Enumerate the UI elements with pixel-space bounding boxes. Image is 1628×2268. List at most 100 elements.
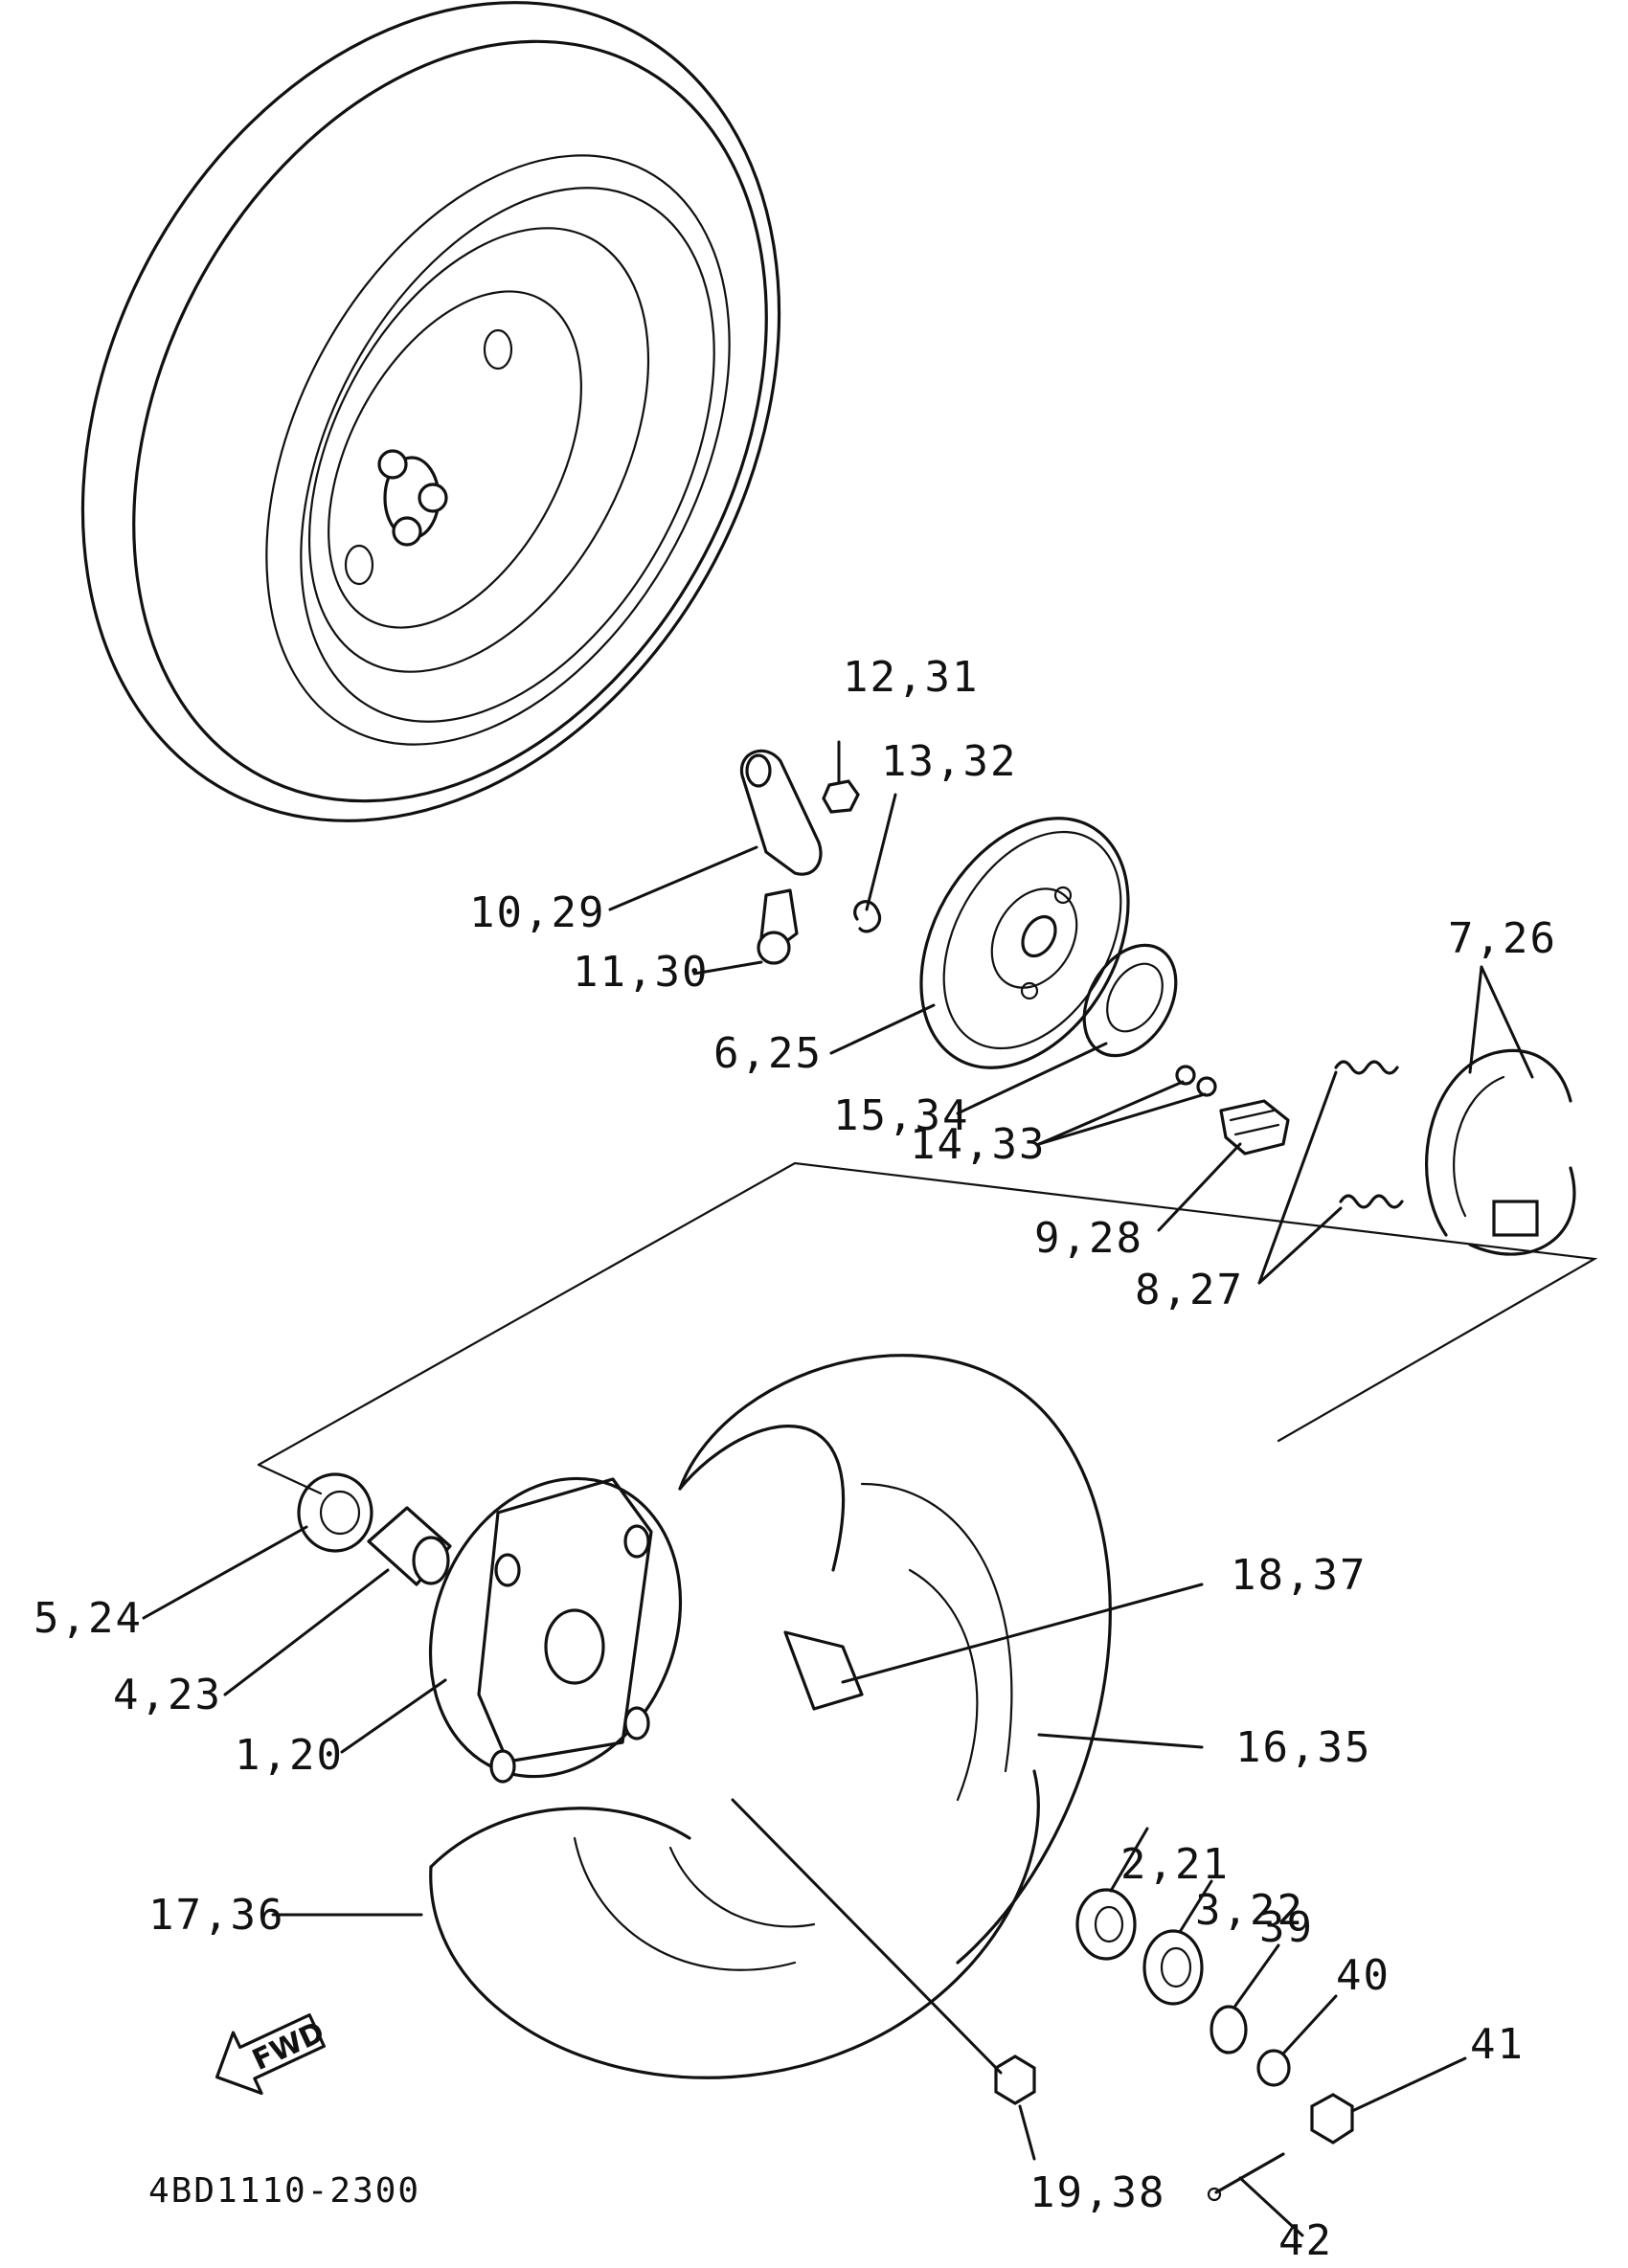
brake-plate-outer	[919, 817, 1130, 1069]
callout-10-29: 10,29	[469, 888, 605, 937]
camshaft-spline-2	[1233, 1123, 1280, 1136]
hub-stud-1	[494, 1553, 521, 1587]
leader-39	[1233, 1943, 1280, 2008]
spacer-body	[367, 1506, 452, 1586]
return-spring-upper	[1334, 1060, 1399, 1075]
brake-plate-hub	[990, 887, 1078, 989]
hub-stud-4	[489, 1749, 516, 1784]
camshaft-spline-1	[1229, 1109, 1276, 1122]
assembled-wheel	[80, 1, 781, 822]
tire-tread-line	[132, 39, 768, 803]
callout-17-36: 17,36	[148, 1891, 284, 1940]
o-ring-2	[1196, 1076, 1217, 1097]
leader-40	[1281, 1994, 1338, 2055]
brake-plate-pin	[1053, 886, 1073, 905]
rim-bolt-hole-bottom	[344, 544, 374, 586]
axle-nut-hex	[1310, 2093, 1354, 2144]
washer-40	[1256, 2049, 1291, 2087]
leader-14-33-a	[1037, 1080, 1185, 1146]
wheel-bearing-left	[297, 1472, 373, 1553]
seal-inner	[1106, 962, 1164, 1033]
callout-3-22: 3,22	[1195, 1886, 1304, 1935]
spring-coil-lower	[1339, 1194, 1404, 1209]
wheel-stud-3	[392, 516, 422, 547]
nut-hex	[822, 779, 860, 814]
fwd-arrow-icon: FWD	[215, 2013, 329, 2096]
brake-cam-lever	[739, 749, 823, 876]
callout-8-27: 8,27	[1135, 1266, 1244, 1314]
leader-8-27-b	[1257, 1206, 1343, 1285]
cotter-pin-eye	[1207, 2187, 1222, 2202]
brake-plate-axle-hole	[1021, 914, 1057, 958]
callout-7-26: 7,26	[1448, 914, 1557, 963]
bearing-r-outer	[1075, 1888, 1137, 1961]
callout-labels: 12,31 13,32 10,29 11,30 7,26 6,25 15,34 …	[34, 653, 1557, 2265]
brake-shoes	[1425, 1048, 1576, 1256]
leader-10-29	[608, 845, 758, 911]
wheel-bearing-right	[1075, 1888, 1137, 1961]
tire-outer-outline	[80, 1, 781, 822]
collar-39	[1210, 2005, 1248, 2055]
inner-rim-contour-2	[668, 1846, 816, 1928]
bearing-r-inner	[1094, 1905, 1124, 1943]
leader-18-37	[841, 1583, 1204, 1684]
callout-5-24: 5,24	[34, 1594, 143, 1643]
lug-nut-hex	[994, 2055, 1036, 2105]
bolt-head	[757, 931, 791, 965]
leader-lines	[142, 740, 1534, 2237]
leader-6-25	[829, 1003, 936, 1055]
leader-41	[1350, 2056, 1467, 2113]
callout-40: 40	[1336, 1951, 1391, 2000]
callout-9-28: 9,28	[1034, 1214, 1143, 1263]
callout-41: 41	[1470, 2020, 1525, 2069]
shoe-end-block	[1492, 1200, 1539, 1237]
rim-half-inner	[429, 1769, 1040, 2079]
leader-11-30	[692, 960, 763, 976]
collar-body	[1210, 2005, 1248, 2055]
leader-4-23	[223, 1568, 390, 1696]
bearing-outer	[297, 1472, 373, 1553]
return-spring-lower	[1339, 1194, 1404, 1209]
cam-lever-hole	[745, 753, 772, 788]
wheel-hub	[428, 1476, 683, 1784]
leader-7-26-b	[1480, 965, 1534, 1079]
axle-nut-41	[1310, 2093, 1354, 2144]
callout-1-20: 1,20	[235, 1731, 344, 1780]
seal-outer	[1082, 943, 1178, 1058]
lug-nut-19	[994, 2055, 1036, 2105]
inner-rim-profile	[429, 1769, 1040, 2079]
leader-5-24	[142, 1525, 308, 1620]
brake-shoe-plate	[919, 817, 1130, 1069]
leader-15-34	[956, 1042, 1108, 1115]
leader-19-38-shaft	[731, 1798, 1003, 2075]
outer-rim-profile	[678, 1354, 1112, 1965]
leader-7-26-a	[1468, 965, 1483, 1074]
leader-9-28	[1157, 1142, 1242, 1232]
brake-plate-pin-2	[1020, 981, 1039, 1000]
outer-rim-contour-1	[860, 1482, 1013, 1773]
circlip-ring	[853, 900, 882, 933]
outer-rim-flange	[678, 1425, 846, 1572]
leader-1-20	[340, 1678, 447, 1754]
camshaft-body	[1219, 1099, 1290, 1156]
washer-ring	[1256, 2049, 1291, 2087]
brake-plate-inner	[942, 830, 1122, 1050]
rim-center-disc	[328, 290, 582, 629]
hub-axle-bore	[544, 1608, 605, 1685]
oil-seal-right	[1142, 1929, 1204, 2006]
callout-14-33: 14,33	[910, 1120, 1046, 1169]
spacer-collar	[367, 1506, 452, 1586]
leader-13-32	[865, 793, 897, 911]
lever-bolt	[757, 888, 799, 965]
rim-inner-ring	[307, 227, 650, 673]
callout-39: 39	[1259, 1903, 1314, 1952]
hub-stud-2	[623, 1524, 650, 1559]
brake-shoe-lower	[1468, 1166, 1576, 1256]
brake-lining	[1453, 1075, 1505, 1218]
fwd-arrow-shape	[215, 2013, 326, 2096]
o-ring-1	[1175, 1065, 1196, 1086]
cam-lever-body	[739, 749, 823, 876]
callout-2-21: 2,21	[1120, 1840, 1230, 1889]
